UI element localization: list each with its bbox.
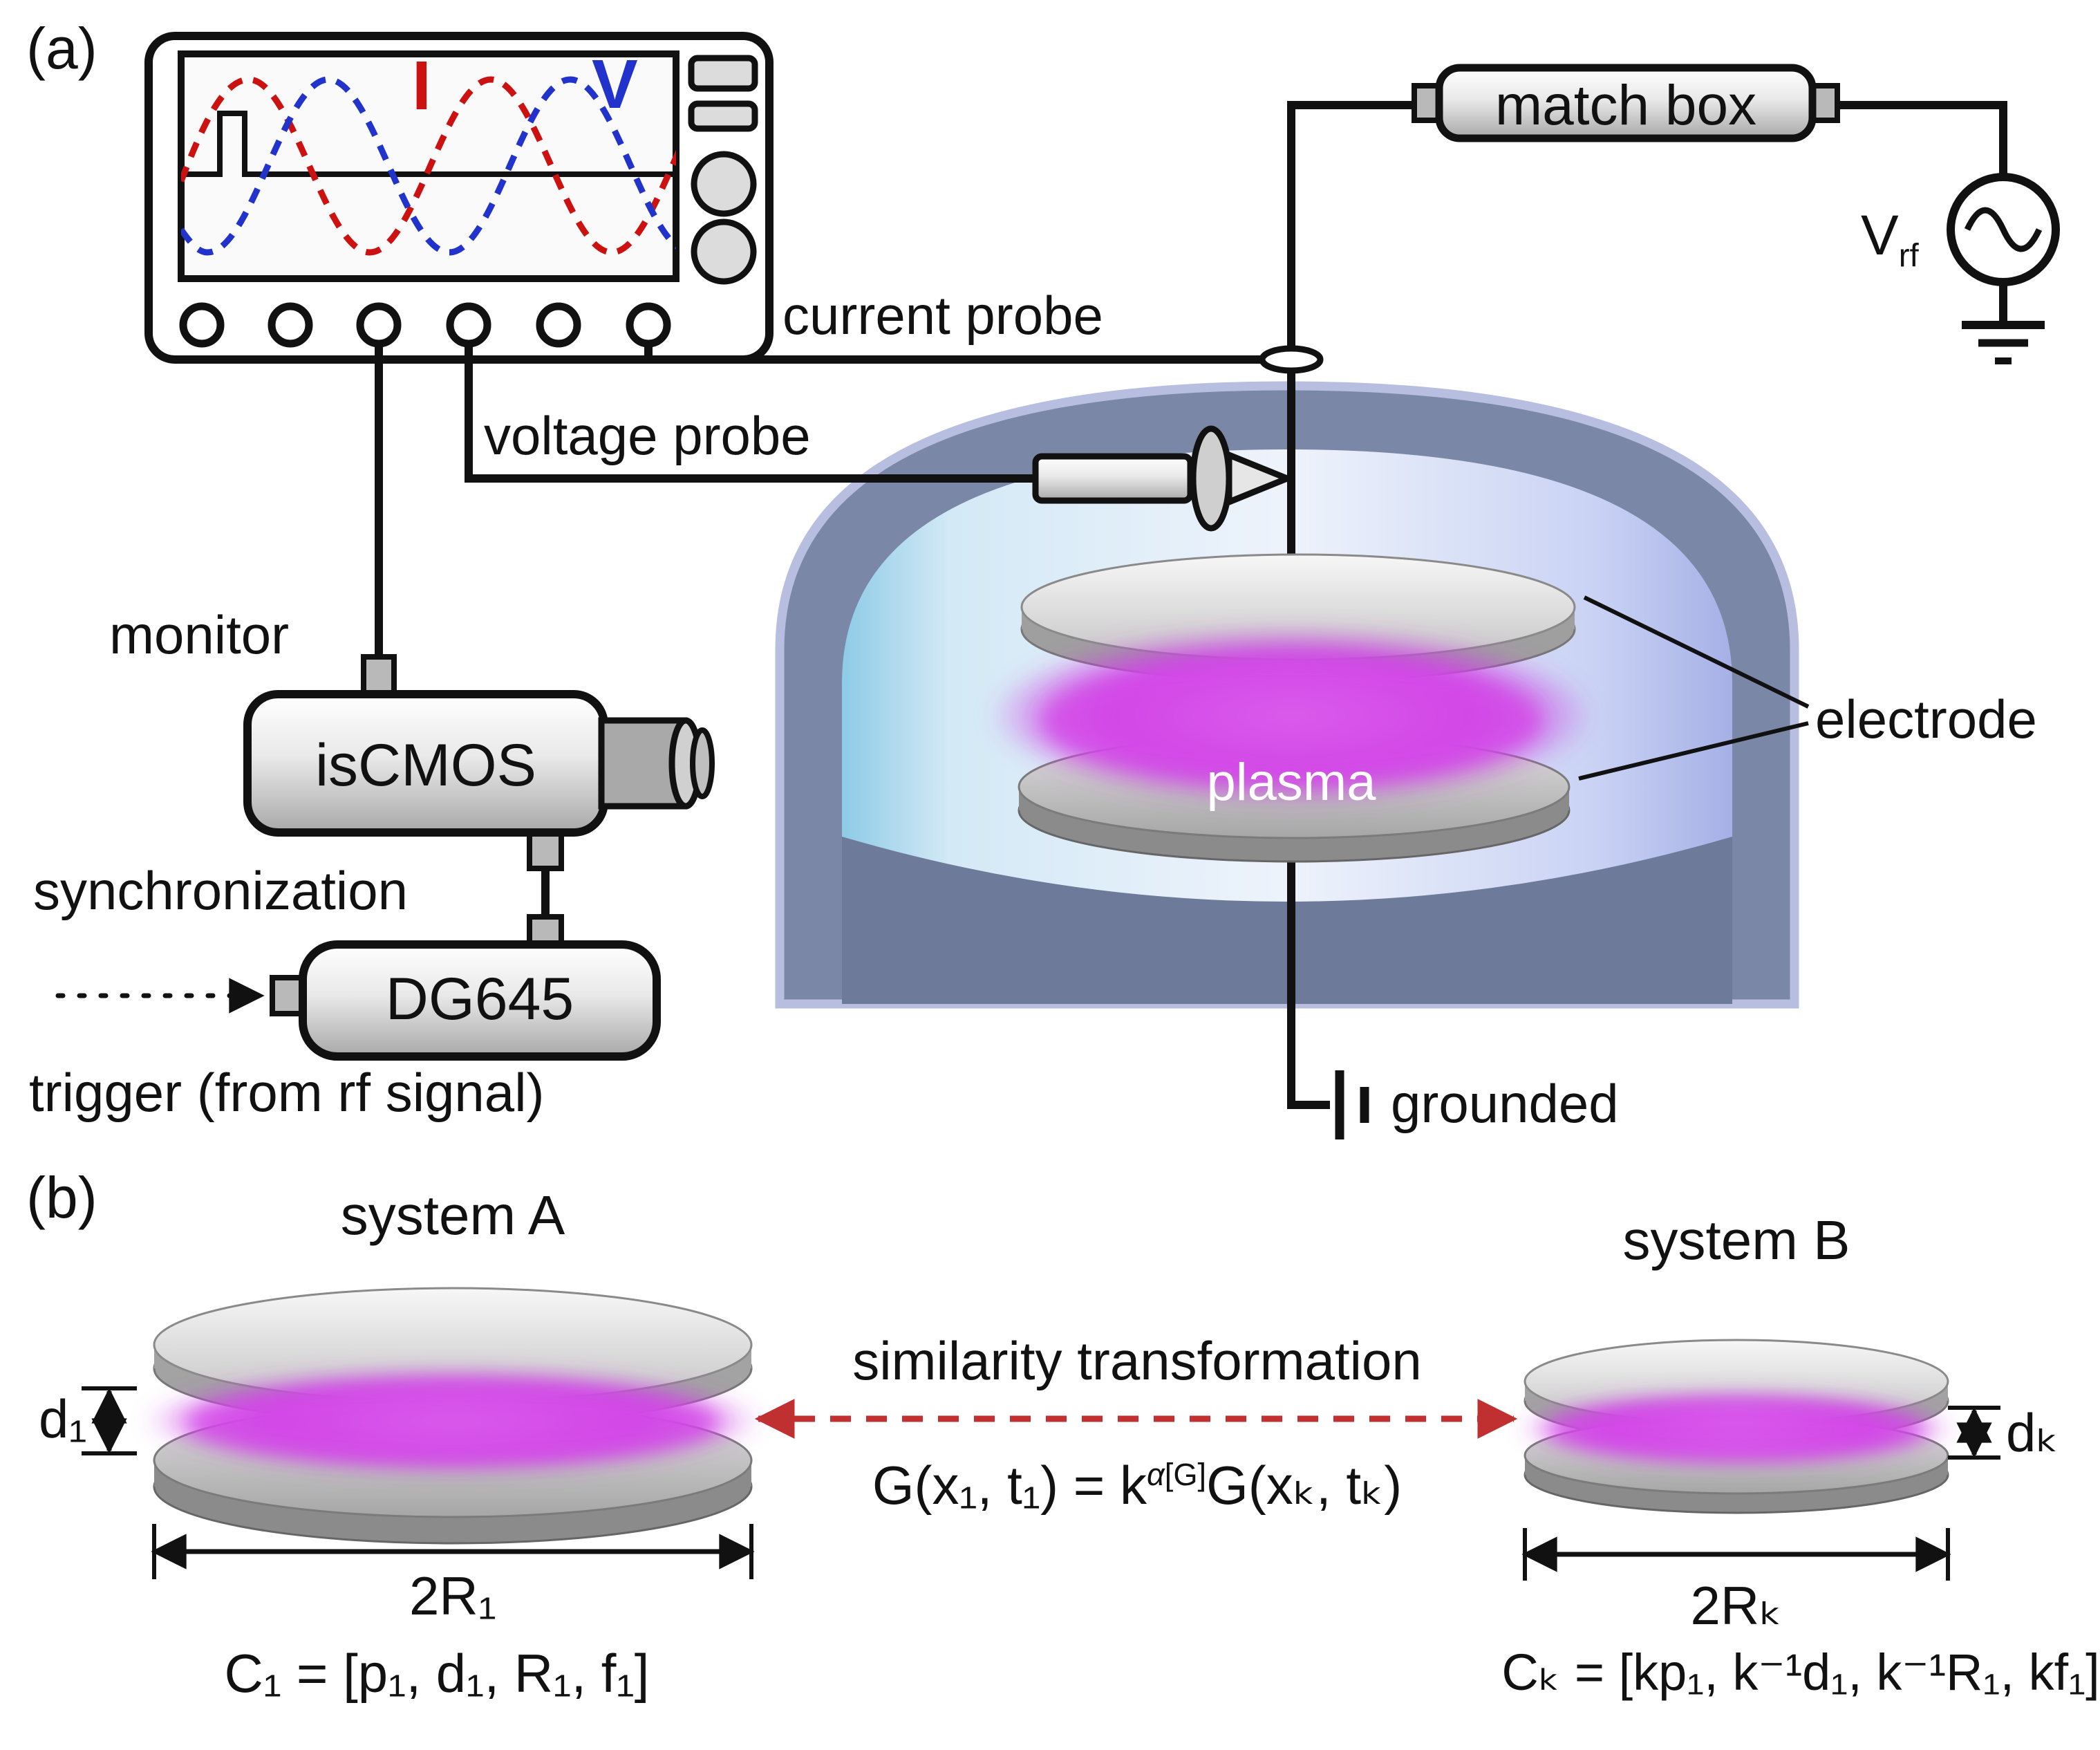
iscmos-camera (243, 654, 715, 871)
voltage-probe-label: voltage probe (484, 405, 811, 466)
rf-source (1947, 173, 2060, 364)
electrode-label: electrode (1815, 689, 2037, 750)
equation-right: G(xₖ, tₖ) (1206, 1455, 1403, 1516)
panel-b-label: (b) (26, 1165, 97, 1230)
matchbox-to-source-wire (1836, 101, 2007, 177)
sine-icon (1964, 207, 2043, 252)
system-b-electrodes (1517, 1339, 1956, 1514)
system-a-gap-label: d₁ (39, 1388, 87, 1449)
system-a-title: system A (340, 1184, 565, 1246)
scope-knob-2[interactable] (691, 218, 757, 285)
current-probe-label: current probe (782, 285, 1103, 346)
system-b-title: system B (1622, 1209, 1850, 1271)
chamber-ground-symbol (1335, 1070, 1369, 1139)
dg645-label: DG645 (385, 966, 574, 1032)
equation-exponent: α[G] (1147, 1457, 1206, 1492)
dg645-body (299, 940, 661, 1061)
current-probe-loop (1259, 345, 1324, 374)
matchbox-body (1435, 64, 1817, 142)
equation-left: G(x₁, t₁) = k (872, 1455, 1147, 1516)
system-b-dimensions (1521, 1406, 2000, 1581)
equation-exponent-bracket: [G] (1164, 1457, 1207, 1492)
plasma-label: plasma (1206, 753, 1376, 812)
voltage-probe-tool (1032, 425, 1295, 532)
system-b-gap-label: dₖ (2006, 1402, 2059, 1463)
dg645-trigger-connector (270, 975, 306, 1016)
synchronization-label: synchronization (33, 860, 408, 921)
similarity-equation: G(x₁, t₁) = kα[G]G(xₖ, tₖ) (757, 1455, 1517, 1516)
rf-feed-rod (1287, 101, 1416, 603)
system-a-params: C₁ = [p₁, d₁, R₁, f₁] (224, 1643, 650, 1704)
current-trace-label: I (412, 47, 431, 124)
cable-wiring (375, 101, 2007, 1109)
voltage-probe-cable (465, 344, 1035, 483)
match-box-label: match box (1494, 74, 1757, 137)
system-b-params: Cₖ = [kp₁, k⁻¹d₁, k⁻¹R₁, kf₁] (1501, 1644, 2100, 1701)
dg645-delay-generator (270, 914, 661, 1061)
oscilloscope-traces (181, 76, 676, 256)
equation-exponent-alpha: α (1146, 1457, 1165, 1492)
vrf-label: Vrf (1861, 204, 1919, 272)
panel-a-label: (a) (26, 16, 97, 81)
ground-rod (1287, 802, 1330, 1109)
scope-button-2[interactable] (688, 100, 758, 132)
source-ground-symbol (1962, 321, 2045, 364)
similarity-transformation-label: similarity transformation (852, 1330, 1422, 1391)
oscilloscope (144, 32, 774, 364)
monitor-label: monitor (109, 604, 290, 665)
match-box (1412, 64, 1840, 142)
trigger-label: trigger (from rf signal) (29, 1062, 545, 1123)
scope-button-1[interactable] (688, 55, 758, 92)
electrode-pointer-lines (1578, 595, 1810, 781)
voltage-trace-label: V (592, 46, 638, 123)
scope-knob-1[interactable] (691, 151, 757, 217)
vrf-main: V (1861, 204, 1899, 267)
vrf-sub: rf (1898, 237, 1919, 274)
system-a-electrodes (142, 1287, 764, 1545)
grounded-label: grounded (1391, 1073, 1619, 1134)
iscmos-label: isCMOS (315, 732, 537, 799)
current-probe-cable (644, 344, 1262, 364)
voltage-waveform (181, 76, 676, 256)
plasma-glow (987, 626, 1595, 806)
system-a-dimensions (82, 1386, 755, 1579)
system-a-diameter-label: 2R₁ (409, 1565, 497, 1626)
system-b-diameter-label: 2Rₖ (1690, 1575, 1783, 1636)
camera-lens-ring-2 (690, 727, 715, 799)
